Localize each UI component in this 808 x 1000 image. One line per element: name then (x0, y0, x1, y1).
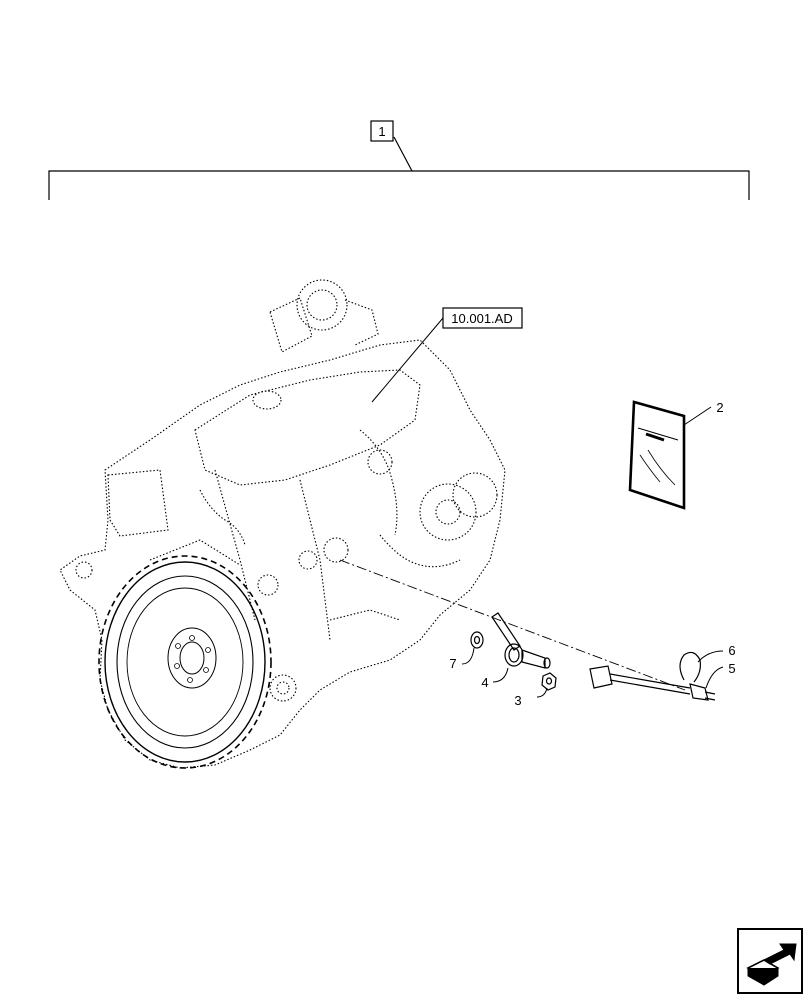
arrow-box-icon[interactable] (737, 928, 803, 994)
washer-part (470, 631, 484, 649)
callout-leader-lines (461, 406, 724, 698)
cable-part (589, 665, 716, 701)
callout-label-6: 6 (728, 643, 735, 658)
assembly-callout-box (370, 120, 394, 142)
heater-element-part (491, 612, 551, 669)
callout-label-4: 4 (481, 675, 488, 690)
clamp-part (679, 651, 701, 683)
callout-label-3: 3 (514, 693, 521, 708)
assembly-bracket (48, 136, 750, 200)
nut-part (541, 672, 557, 691)
manual-part (628, 400, 686, 510)
reference-callout-label: 10.001.AD (451, 311, 512, 326)
engine-outline (59, 279, 506, 769)
callout-label-5: 5 (728, 661, 735, 676)
callout-label-7: 7 (449, 656, 456, 671)
assembly-callout-label: 1 (378, 124, 385, 139)
assembly-axis-line (339, 559, 686, 691)
callout-label-2: 2 (716, 400, 723, 415)
reference-leader-line (371, 317, 444, 403)
flywheel (98, 555, 272, 769)
